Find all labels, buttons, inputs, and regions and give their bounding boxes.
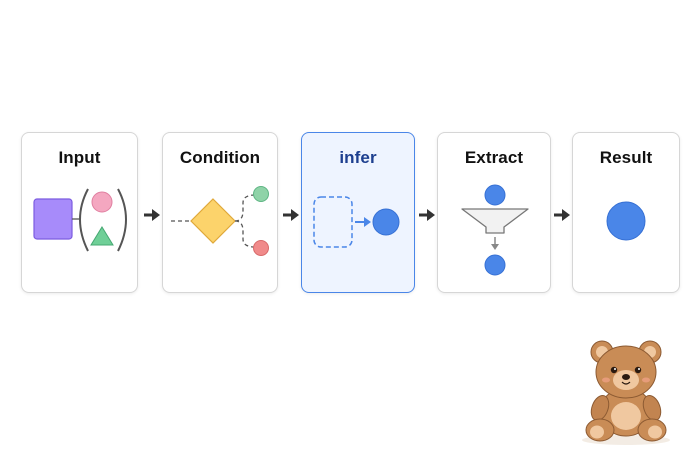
infer-dashed-box — [313, 196, 353, 248]
infer-icon — [313, 196, 400, 248]
condition-branch-up — [234, 194, 259, 222]
arrow-icon — [554, 209, 570, 221]
infer-arrow-head — [364, 217, 371, 227]
condition-branch-down — [234, 220, 259, 248]
extract-top-dot — [484, 184, 506, 206]
stage-title-input: Input — [58, 148, 101, 167]
stage-title-extract: Extract — [464, 148, 524, 167]
stage-card-infer: infer — [301, 132, 415, 293]
stage-title-result: Result — [599, 148, 653, 167]
input-triangle — [90, 226, 114, 246]
extract-bottom-dot — [484, 254, 506, 276]
stage-title-infer: infer — [339, 148, 377, 167]
condition-icon — [171, 186, 269, 256]
extract-funnel — [461, 208, 529, 234]
result-dot — [606, 201, 646, 241]
input-circle — [91, 191, 113, 213]
funnel-icon — [461, 184, 529, 276]
arrow-icon — [283, 209, 299, 221]
stage-card-result: Result — [572, 132, 680, 293]
condition-red-dot — [253, 240, 269, 256]
input-icon — [33, 188, 127, 252]
arrow-icon — [419, 209, 435, 221]
stage-title-condition: Condition — [179, 148, 261, 167]
stage-card-condition: Condition — [162, 132, 278, 293]
stage-card-input: Input — [21, 132, 138, 293]
input-right-paren — [117, 188, 127, 252]
condition-diamond — [190, 198, 236, 244]
infer-output-dot — [372, 208, 400, 236]
condition-green-dot — [253, 186, 269, 202]
arrow-icon — [144, 209, 160, 221]
teddy-bear-icon — [582, 340, 670, 445]
stage-card-extract: Extract — [437, 132, 551, 293]
extract-arrow-head — [491, 244, 499, 250]
input-left-paren — [79, 188, 89, 252]
result-icon — [606, 201, 646, 241]
input-square — [33, 198, 73, 240]
